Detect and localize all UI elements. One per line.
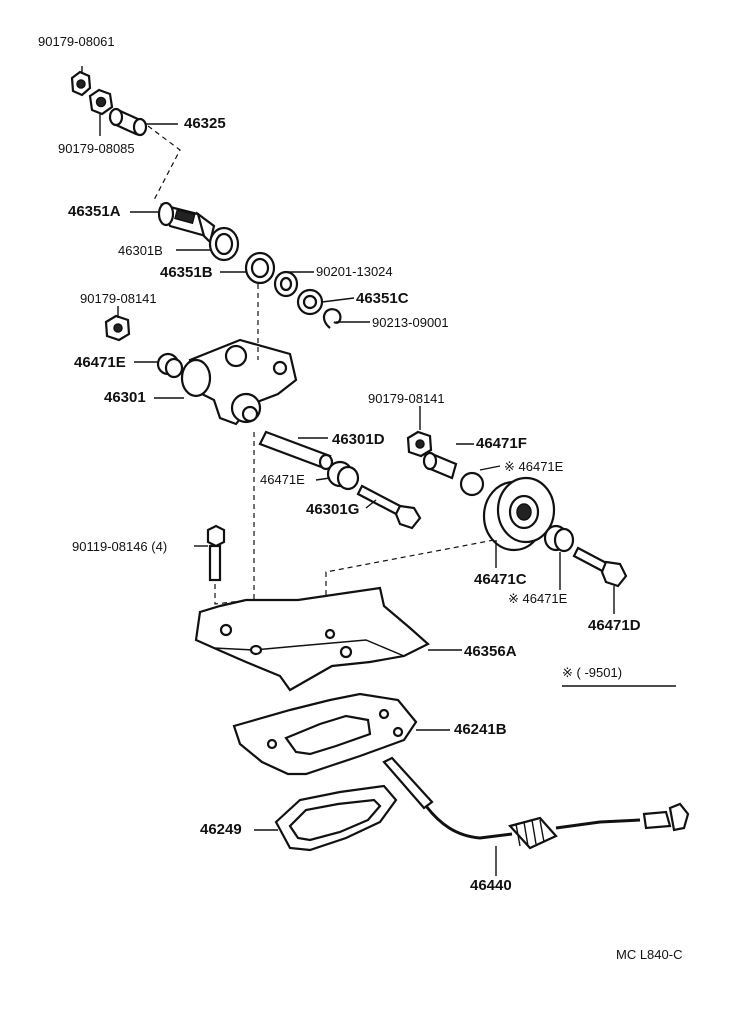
label-46351A: 46351A xyxy=(68,203,121,220)
shaft-46351A xyxy=(157,201,216,245)
diagram-code: MC L840-C xyxy=(616,947,683,962)
label-46241B: 46241B xyxy=(454,721,507,738)
label-90179-08141-right: 90179-08141 xyxy=(368,391,445,406)
footnote-range: ※ ( -9501) xyxy=(562,665,623,680)
label-90179-08061: 90179-08061 xyxy=(38,34,115,49)
label-90213-09001: 90213-09001 xyxy=(372,315,449,330)
label-90119-08146: 90119-08146 (4) xyxy=(72,539,168,554)
collar-46471E-middle xyxy=(326,460,360,491)
label-90179-08085: 90179-08085 xyxy=(58,141,135,156)
clip-90213-09001 xyxy=(322,308,342,329)
gasket-46249 xyxy=(274,784,398,852)
lever-46301 xyxy=(180,338,298,426)
label-46471C: 46471C xyxy=(474,571,527,588)
collar-46471E-left xyxy=(156,352,184,379)
bolt-90119-08146 xyxy=(206,524,226,582)
label-46249: 46249 xyxy=(200,821,242,838)
label-46301D: 46301D xyxy=(332,431,385,448)
label-90201-13024: 90201-13024 xyxy=(316,264,393,279)
bolt-46301G xyxy=(356,484,422,530)
nut-90179-08085 xyxy=(88,88,114,116)
label-46471E-star-upper: ※ 46471E xyxy=(504,459,564,474)
collar-46471E-upper xyxy=(459,471,485,497)
nut-90179-08061 xyxy=(70,70,92,97)
label-90179-08141-left: 90179-08141 xyxy=(80,291,157,306)
pin-46301D xyxy=(258,430,334,471)
bushing-46301B xyxy=(208,226,240,262)
cable-46440 xyxy=(382,756,690,850)
sleeve-46471F xyxy=(422,451,458,480)
label-46471E-left: 46471E xyxy=(74,354,126,371)
label-46325: 46325 xyxy=(184,115,226,132)
label-46301G: 46301G xyxy=(306,501,360,518)
label-46351C: 46351C xyxy=(356,290,409,307)
plate-46241B xyxy=(232,692,418,776)
label-46471F: 46471F xyxy=(476,435,527,452)
label-46301B: 46301B xyxy=(118,243,163,258)
label-46351B: 46351B xyxy=(160,264,213,281)
nut-90179-08141-right xyxy=(406,430,433,458)
bracket-46356A xyxy=(194,586,430,692)
sleeve-46325 xyxy=(108,107,148,137)
ring-46351C xyxy=(296,288,324,316)
bushing-46351B xyxy=(244,251,276,285)
label-46471D: 46471D xyxy=(588,617,641,634)
label-46301: 46301 xyxy=(104,389,146,406)
collar-46471E-lower xyxy=(543,524,575,553)
washer-90201-13024 xyxy=(273,270,299,298)
label-46440: 46440 xyxy=(470,877,512,894)
pulley-46471C xyxy=(482,476,556,552)
label-46471E-middle: 46471E xyxy=(260,472,305,487)
label-46356A: 46356A xyxy=(464,643,517,660)
leader-lines xyxy=(81,66,676,876)
nut-90179-08141-left xyxy=(104,314,131,342)
label-46471E-star-lower: ※ 46471E xyxy=(508,591,568,606)
bolt-46471D xyxy=(572,546,628,588)
